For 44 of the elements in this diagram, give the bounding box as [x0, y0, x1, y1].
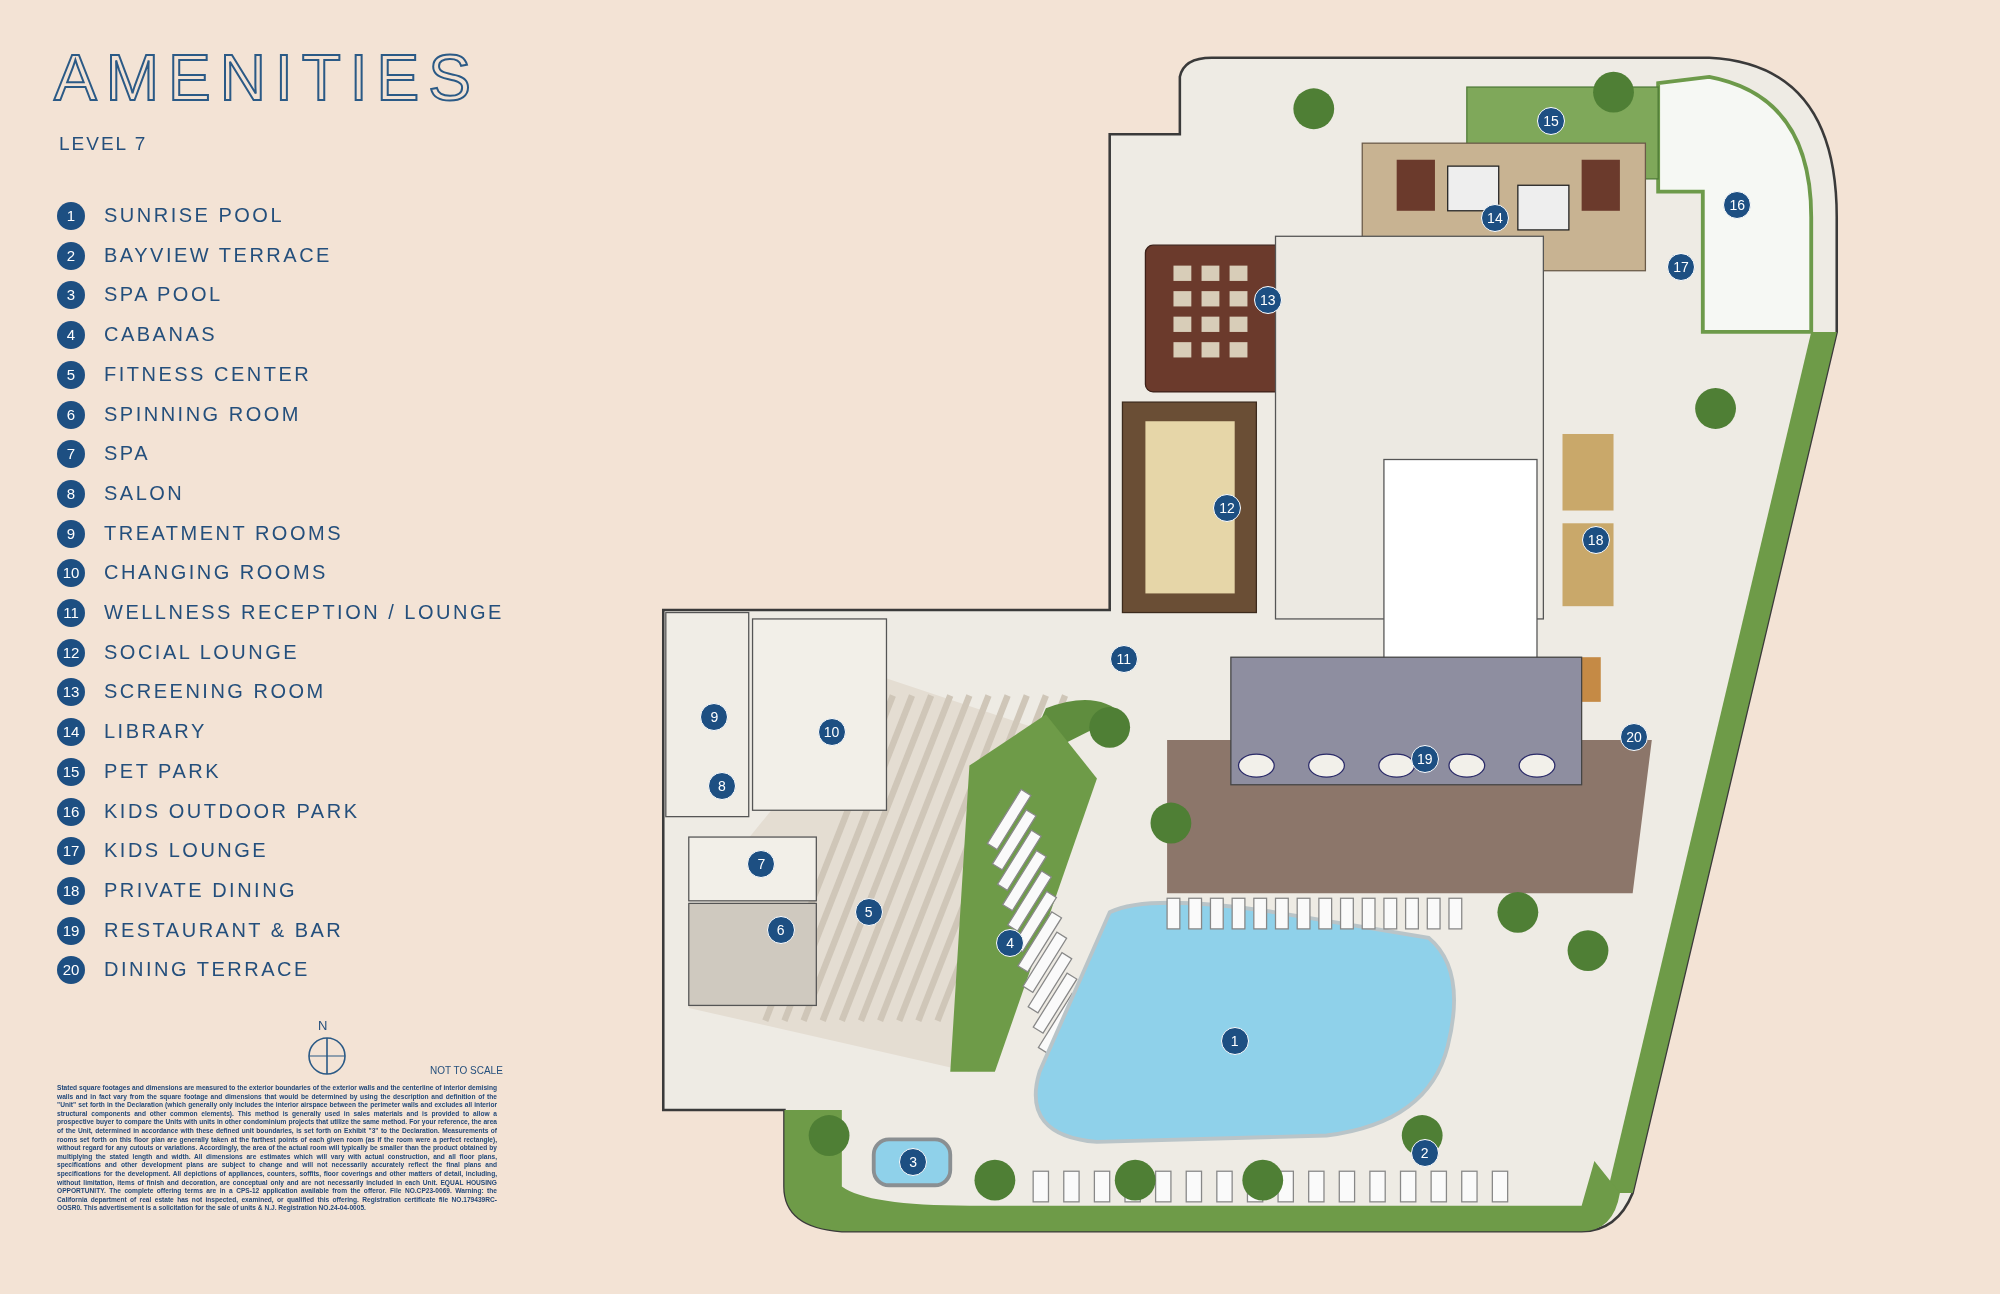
- callout-number: 3: [57, 281, 85, 310]
- callout-number: 15: [57, 757, 85, 786]
- callout-number: 18: [57, 876, 85, 905]
- callout-number: 19: [57, 916, 85, 945]
- callout-number: 10: [57, 559, 85, 588]
- callout-number: 1: [57, 202, 85, 230]
- callout-number: 4: [57, 321, 85, 350]
- callout-number: 13: [57, 678, 85, 707]
- amenity-name: KIDS LOUNGE: [104, 839, 269, 863]
- callout-number: 11: [57, 599, 85, 627]
- callout-number: 5: [57, 360, 85, 389]
- callout-number: 6: [57, 400, 85, 429]
- amenity-name: SUNRISE POOL: [104, 204, 285, 227]
- subtitle: LEVEL 7: [59, 133, 148, 155]
- amenity-name: CABANAS: [104, 323, 218, 347]
- callout-number: 20: [57, 956, 85, 985]
- scale-note: NOT TO SCALE: [430, 1065, 503, 1076]
- amenity-name: FITNESS CENTER: [104, 362, 312, 386]
- amenity-name: CHANGING ROOMS: [104, 561, 328, 585]
- callout-number: 9: [57, 519, 85, 548]
- amenity-name: BAYVIEW TERRACE: [104, 243, 332, 267]
- callout-number: 8: [57, 479, 85, 508]
- amenity-name: TREATMENT ROOMS: [104, 521, 343, 545]
- page-title: AMENITIES: [54, 46, 480, 110]
- amenity-name: DINING TERRACE: [104, 958, 310, 982]
- amenity-name: SPINNING ROOM: [104, 402, 301, 426]
- callout-number: 17: [57, 837, 85, 866]
- callout-number: 16: [57, 797, 85, 826]
- callout-number: 7: [57, 440, 85, 469]
- amenity-name: SALON: [104, 481, 185, 505]
- amenity-name: RESTAURANT & BAR: [104, 918, 344, 942]
- amenity-name: SPA: [104, 442, 151, 466]
- amenity-name: SPA POOL: [104, 283, 223, 307]
- amenity-name: PET PARK: [104, 759, 222, 783]
- north-label: N: [318, 1018, 328, 1033]
- callout-number: 2: [57, 241, 85, 270]
- amenity-name: KIDS OUTDOOR PARK: [104, 799, 360, 823]
- amenity-name: WELLNESS RECEPTION / LOUNGE: [104, 601, 504, 624]
- amenity-name: LIBRARY: [104, 720, 207, 744]
- amenity-name: SOCIAL LOUNGE: [104, 640, 300, 664]
- callout-number: 14: [57, 718, 85, 747]
- amenity-name: PRIVATE DINING: [104, 878, 298, 902]
- callout-number: 12: [57, 638, 85, 667]
- amenity-name: SCREENING ROOM: [104, 680, 326, 704]
